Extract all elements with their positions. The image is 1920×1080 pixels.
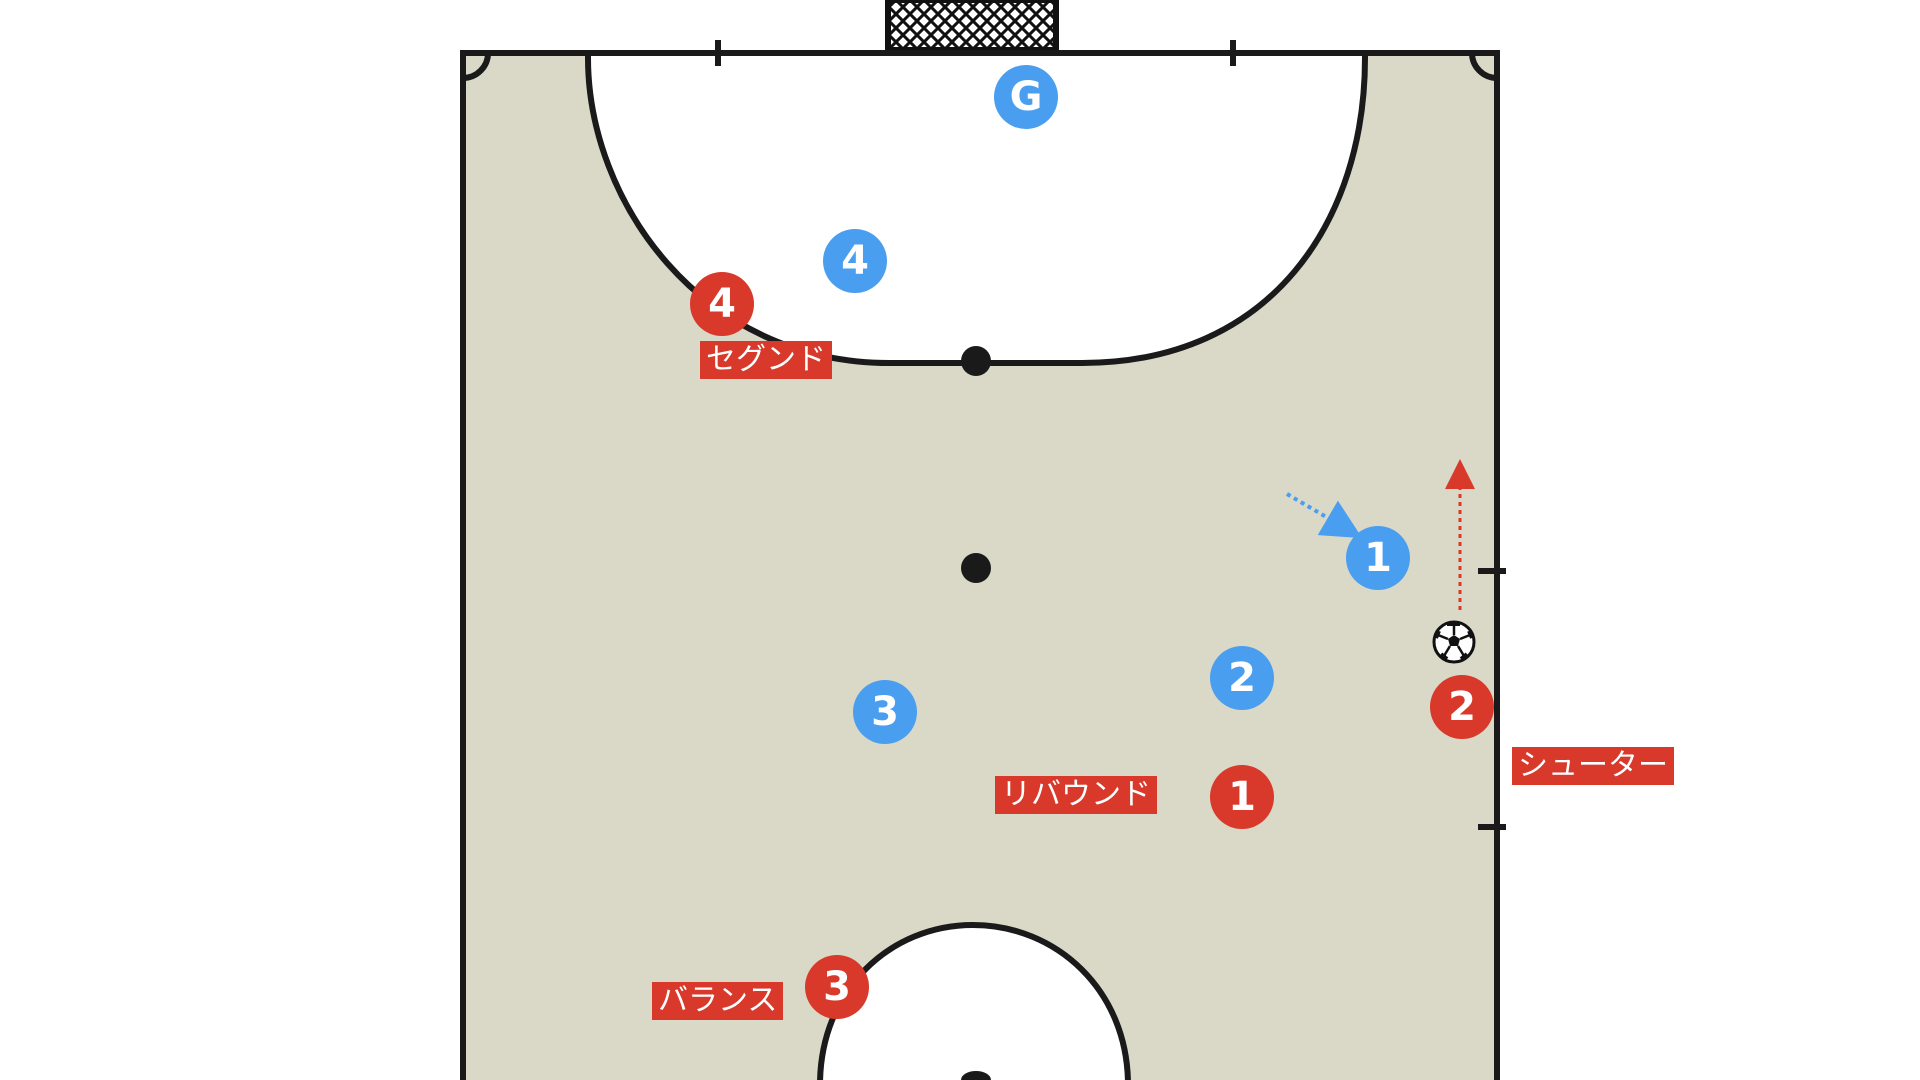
soccer-ball-icon [1432, 620, 1476, 664]
court-lines [460, 40, 1506, 1080]
blue-move-arrow-icon [1285, 492, 1363, 539]
blue-player-2[interactable]: 2 [1210, 646, 1274, 710]
role-label-shooter: シューター [1512, 747, 1674, 785]
red-player-3[interactable]: 3 [805, 955, 869, 1019]
red-player-1[interactable]: 1 [1210, 765, 1274, 829]
second-penalty-mark [961, 553, 991, 583]
red-player-4[interactable]: 4 [690, 272, 754, 336]
role-label-rebound: リバウンド [995, 776, 1157, 814]
blue-player-4[interactable]: 4 [823, 229, 887, 293]
goal-net-icon [885, 0, 1059, 53]
blue-player-1[interactable]: 1 [1346, 526, 1410, 590]
goalkeeper-marker[interactable]: G [994, 65, 1058, 129]
blue-player-3[interactable]: 3 [853, 680, 917, 744]
role-label-segundo: セグンド [700, 341, 832, 379]
penalty-mark [961, 346, 991, 376]
center-mark [961, 1071, 991, 1080]
red-player-2[interactable]: 2 [1430, 675, 1494, 739]
role-label-balance: バランス [652, 982, 784, 1020]
